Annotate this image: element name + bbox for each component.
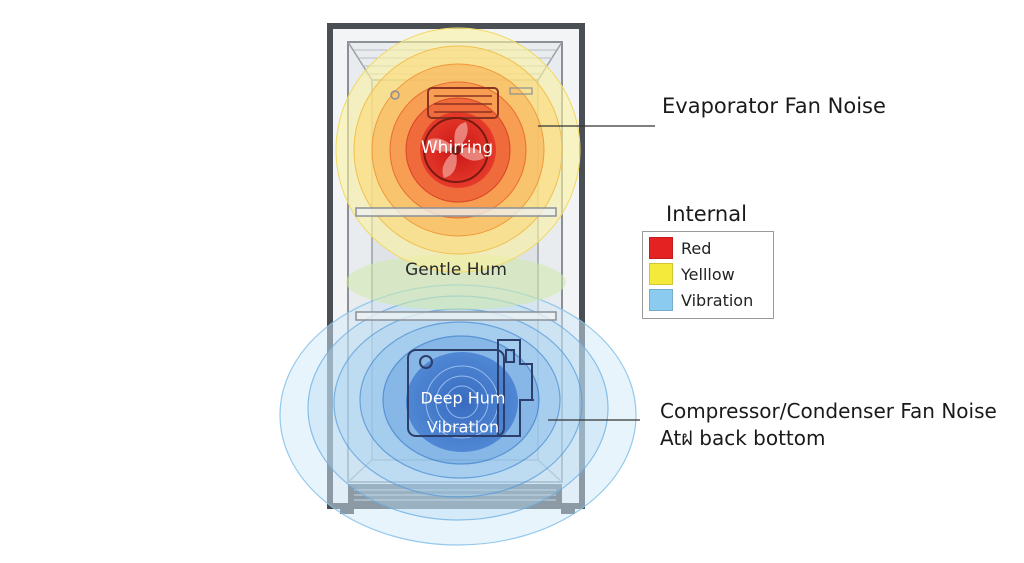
callout-evaporator: Evaporator Fan Noise xyxy=(662,94,886,118)
legend-item-yellow: Yelllow xyxy=(649,263,735,285)
legend-label: Yelllow xyxy=(681,264,735,284)
shelf-upper xyxy=(355,207,557,217)
callout-compressor: Compressor/Condenser Fan Noise Atฝ back … xyxy=(660,398,997,452)
vibration-zone xyxy=(279,284,637,546)
callout-compressor-line1: Compressor/Condenser Fan Noise xyxy=(660,399,997,423)
evaporator-fan-icon xyxy=(423,87,499,183)
legend-item-red: Red xyxy=(649,237,711,259)
callout-compressor-line2: Atฝ back bottom xyxy=(660,426,826,450)
label-gentle-hum: Gentle Hum xyxy=(405,260,507,280)
legend-title: Internal xyxy=(666,202,747,226)
legend-swatch xyxy=(649,263,673,285)
label-vibration: Vibration xyxy=(426,417,500,437)
legend-label: Vibration xyxy=(681,290,754,310)
compressor-icon xyxy=(407,339,534,437)
label-whirring: Whirring xyxy=(420,138,494,158)
gentle-hum-zone xyxy=(346,254,566,310)
legend-item-blue: Vibration xyxy=(649,289,753,311)
legend-swatch xyxy=(649,289,673,311)
legend-swatch xyxy=(649,237,673,259)
label-deep-hum: Deep Hum xyxy=(420,388,506,408)
legend-label: Red xyxy=(681,238,712,258)
legend: Red Yelllow Vibration xyxy=(642,231,774,319)
shelf-lower xyxy=(355,311,557,321)
